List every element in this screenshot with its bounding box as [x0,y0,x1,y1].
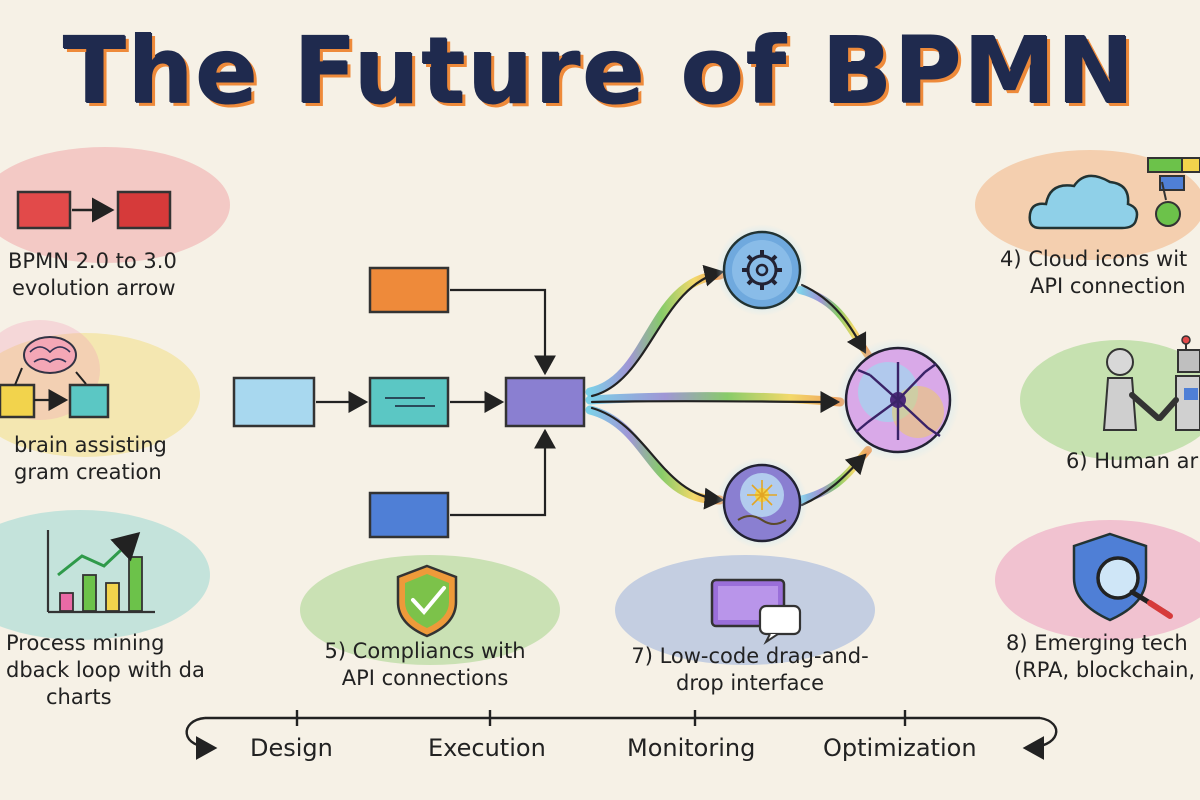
globe-lightbulb-icon [716,457,808,549]
label-cloud-line2: API connection [1030,274,1186,298]
label-process-mining-line3: charts [46,685,112,709]
stage-design: Design [250,734,333,762]
label-evolution-line1: BPMN 2.0 to 3.0 [8,249,177,273]
task-orange [368,266,450,314]
neural-network-icon [836,338,960,462]
shield-check-icon [396,564,458,638]
red-splotch [0,147,230,263]
lifecycle-timeline [185,710,1058,760]
label-compliance: 5) Compliancs with API connections [300,638,550,692]
task-start [232,376,316,428]
label-emerging: 8) Emerging tech (RPA, blockchain, [1006,630,1195,684]
evolution-arrow-icon [16,190,172,230]
stage-monitoring: Monitoring [627,734,756,762]
label-emerging-line1: 8) Emerging tech [1006,631,1188,655]
label-compliance-line2: API connections [341,666,509,690]
task-purple [504,376,586,428]
handshake-robot-icon [1102,335,1200,431]
label-emerging-line2: (RPA, blockchain, [1014,658,1196,682]
label-low-code: 7) Low-code drag-and- drop interface [620,643,880,697]
task-teal [368,376,450,428]
label-ai-brain-line2: gram creation [14,460,162,484]
bpmn-flow [232,266,586,539]
task-blue [368,491,450,539]
label-cloud-line1: 4) Cloud icons wit [1000,247,1188,271]
label-human-ai-line1: 6) Human ar [1066,449,1199,473]
label-process-mining: Process mining dback loop with da charts [6,630,205,711]
shield-magnifier-icon [1072,532,1173,622]
label-process-mining-line2: dback loop with da [6,658,205,682]
page-title: The Future of BPMN [63,18,1137,125]
label-cloud: 4) Cloud icons wit API connection [1000,246,1200,300]
label-evolution-line2: evolution arrow [12,276,176,300]
drag-drop-window-icon [710,578,802,645]
label-low-code-line2: drop interface [675,671,824,695]
label-low-code-line1: 7) Low-code drag-and- [631,644,869,668]
label-process-mining-line1: Process mining [6,631,165,655]
label-ai-brain-line1: brain assisting [14,433,167,457]
label-evolution: BPMN 2.0 to 3.0 evolution arrow [8,248,177,302]
rainbow-flows [585,264,872,510]
gear-icon [716,224,808,316]
stage-optimization: Optimization [823,734,977,762]
brain-icon [0,336,110,419]
label-compliance-line1: 5) Compliancs with [324,639,526,663]
stage-execution: Execution [428,734,546,762]
label-human-ai: 6) Human ar [1066,448,1198,475]
bar-chart-icon [46,530,155,614]
cloud-icon [1028,157,1200,230]
label-ai-brain: brain assisting gram creation [14,432,167,486]
teal-splotch [0,510,210,640]
